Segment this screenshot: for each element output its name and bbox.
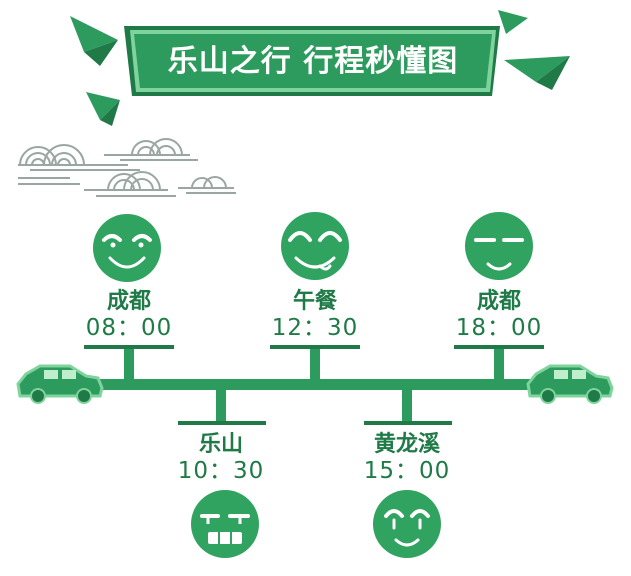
paper-plane-icon	[504, 56, 570, 90]
stop-place: 午餐	[292, 289, 337, 314]
paper-plane-icon	[70, 16, 118, 66]
car-icon	[16, 364, 104, 404]
stop-2: 乐山 10：30	[151, 432, 291, 484]
stop-1: 成都 08：00	[59, 289, 199, 341]
stop-place: 成都	[106, 289, 151, 314]
stop-time: 12：30	[271, 315, 359, 341]
car-icon	[526, 364, 614, 404]
page-title: 乐山之行 行程秒懂图	[167, 44, 459, 79]
timeline-connectors	[84, 345, 544, 425]
stop-place: 黄龙溪	[373, 432, 440, 457]
flat-eyes-icon	[465, 212, 533, 280]
cloud-decoration	[104, 138, 198, 161]
title-banner	[124, 26, 500, 96]
paper-plane-icon	[498, 10, 528, 34]
cloud-decoration	[18, 144, 140, 185]
stop-place: 乐山	[198, 432, 243, 457]
stop-time: 18：00	[455, 315, 543, 341]
calm-brows-icon	[373, 490, 441, 558]
happy-brows-icon	[281, 212, 349, 280]
stop-time: 10：30	[177, 458, 265, 484]
stop-4: 黄龙溪 15：00	[337, 432, 477, 484]
stop-3: 午餐 12：30	[245, 289, 385, 341]
cloud-decoration	[178, 176, 236, 194]
stop-time: 08：00	[85, 315, 173, 341]
stop-time: 15：00	[363, 458, 451, 484]
smile-eyebrows-icon	[93, 214, 161, 282]
stop-5: 成都 18：00	[429, 289, 569, 341]
timeline-bar	[60, 379, 570, 390]
grin-teeth-icon	[191, 490, 259, 558]
title-banner-box: 乐山之行 行程秒懂图	[130, 30, 496, 94]
stop-place: 成都	[476, 289, 521, 314]
cloud-decoration	[84, 171, 176, 197]
paper-plane-icon	[86, 92, 120, 126]
